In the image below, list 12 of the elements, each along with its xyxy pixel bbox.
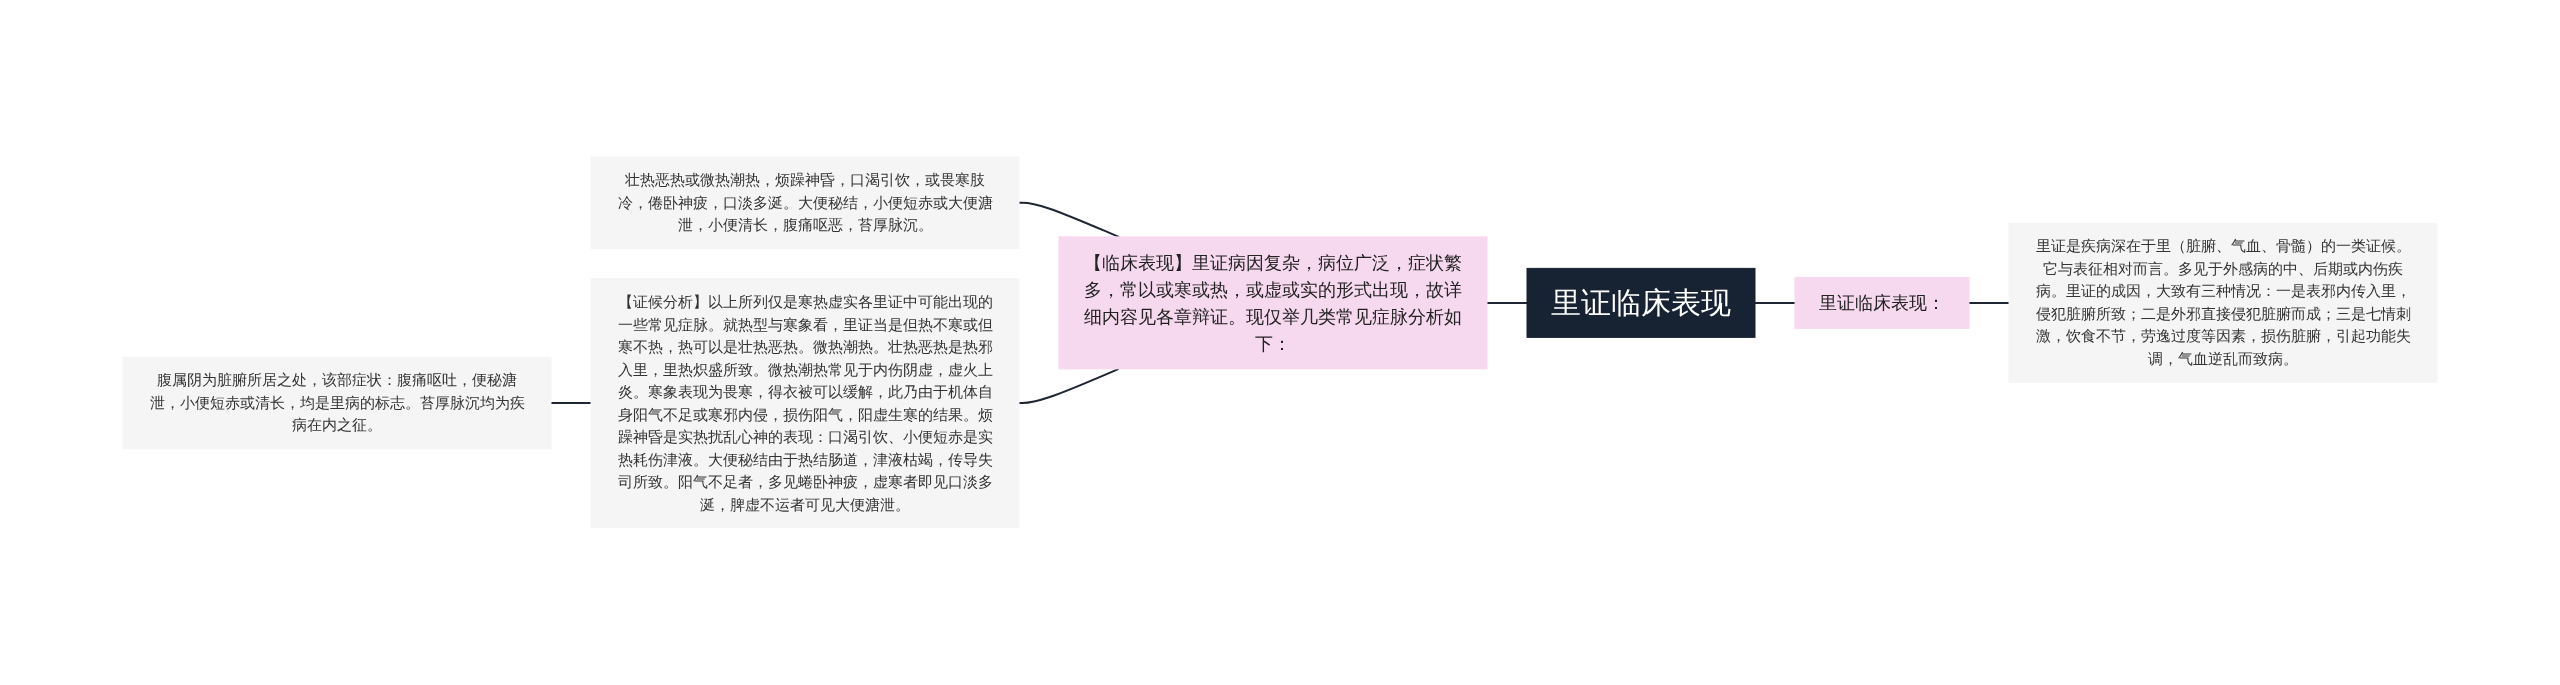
node-box: 【临床表现】里证病因复杂，病位广泛，症状繁多，常以或寒或热，或虚或实的形式出现，故详细内容见各章辩证。现仅举几类常见症脉分析如下： xyxy=(1058,236,1488,370)
node-box: 壮热恶热或微热潮热，烦躁神昏，口渴引饮，或畏寒肢冷，倦卧神疲，口淡多涎。大便秘结，小便短赤或大便溏泄，小便清长，腹痛呕恶，苔厚脉沉。 xyxy=(590,156,1020,250)
connector xyxy=(1018,202,1120,239)
connector xyxy=(550,402,592,405)
connector xyxy=(1486,302,1528,305)
connector xyxy=(1968,302,2010,305)
node-box: 【证候分析】以上所列仅是寒热虚实各里证中可能出现的一些常见症脉。就热型与寒象看，里证当是但热不寒或但寒不热，热可以是壮热恶热。微热潮热。壮热恶热是热邪入里，里热炽盛所致。微热潮热常见于内伤阴虚，虚火上炎。寒象表现为畏寒，得衣被可以缓解，此乃由于机体自身阳气不足或寒邪内侵，损伤阳气，阳虚生寒的结果。烦躁神昏是实热扰乱心神的表现：口渴引饮、小便短赤是实热耗伤津液。大便秘结由于热结肠道，津液枯竭，传导失司所致。阳气不足者，多见蜷卧神疲，虚寒者即见口淡多涎，脾虚不运者可见大便溏泄。 xyxy=(590,278,1020,529)
node-box: 里证临床表现 xyxy=(1526,268,1756,339)
node-box: 里证临床表现： xyxy=(1794,277,1970,330)
connector xyxy=(1754,302,1796,305)
node-box: 腹属阴为脏腑所居之处，该部症状：腹痛呕吐，便秘溏泄，小便短赤或清长，均是里病的标志。苔厚脉沉均为疾病在内之征。 xyxy=(122,357,552,450)
node-box: 里证是疾病深在于里（脏腑、气血、骨髓）的一类证候。它与表征相对而言。多见于外感病的中、后期或内伤疾病。里证的成因，大致有三种情况：一是表邪内传入里，侵犯脏腑所致；二是外邪直接侵犯脏腑而成；三是七情刺激，饮食不节，劳逸过度等因素，损伤脏腑，引起功能失调，气血逆乱而致病。 xyxy=(2008,223,2438,384)
